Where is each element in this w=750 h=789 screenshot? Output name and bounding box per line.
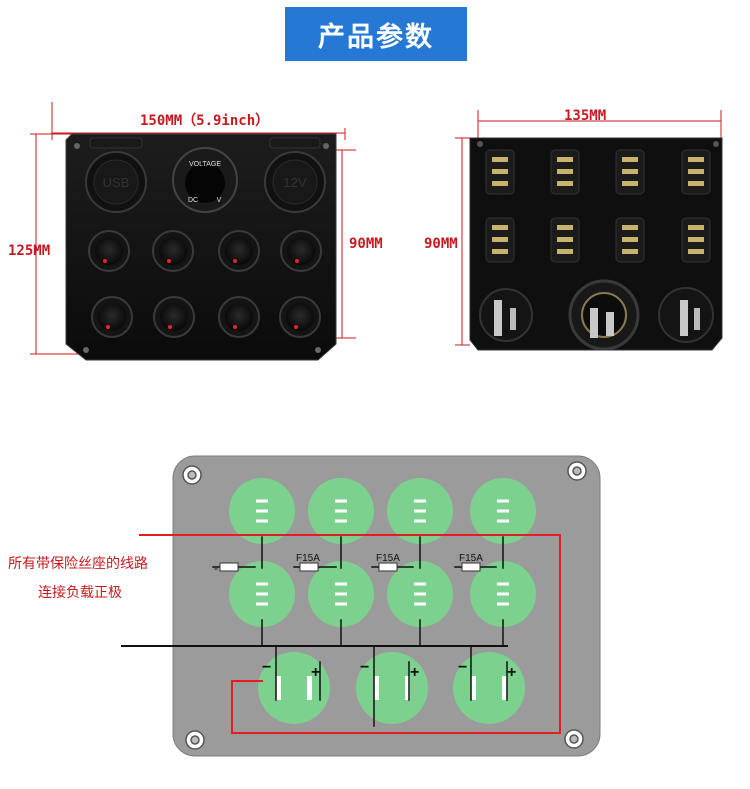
diagram-switch-icon	[387, 478, 453, 544]
back-height-label: 90MM	[424, 236, 458, 252]
voltmeter-dc-label: DC	[188, 197, 198, 204]
fuse-label: F15A	[296, 553, 320, 564]
back-switch-terminals	[485, 149, 711, 263]
plus-symbol: +	[311, 664, 320, 681]
mount-hole	[83, 347, 89, 353]
12v-label: 12V	[283, 175, 306, 190]
negative-dash: -	[214, 561, 218, 575]
front-panel: USB VOLTAGE DC V 12V	[65, 133, 337, 361]
page-title: 产品参数	[285, 7, 467, 61]
usb-label: USB	[103, 175, 130, 190]
rocker-switch-icon	[153, 296, 195, 338]
diagram-switch-icon	[308, 478, 374, 544]
fuse-label: F15A	[376, 553, 400, 564]
polarity-symbols: + + + − − −	[262, 659, 516, 681]
voltmeter-v-label: V	[217, 197, 222, 204]
back-sockets	[479, 279, 714, 351]
diagram-sockets	[258, 652, 525, 724]
plus-symbol: +	[410, 664, 419, 681]
switch-terminal-icon	[550, 149, 580, 195]
switch-terminal-icon	[681, 149, 711, 195]
mount-hole	[315, 347, 321, 353]
rocker-switch-icon	[218, 230, 260, 272]
switch-terminal-icon	[615, 217, 645, 263]
diagram-switch-icon	[229, 561, 295, 627]
diagram-switch-icon	[308, 561, 374, 627]
plus-symbol: +	[507, 664, 516, 681]
minus-symbol: −	[262, 659, 271, 676]
switch-terminal-icon	[485, 149, 515, 195]
fuse-holders	[219, 562, 481, 572]
switch-terminal-icon	[550, 217, 580, 263]
mount-hole	[74, 143, 80, 149]
rocker-switch-icon	[91, 296, 133, 338]
rocker-switch-icon	[280, 230, 322, 272]
mount-hole	[477, 141, 483, 147]
back-dimension-lines	[455, 110, 722, 346]
mount-hole	[323, 143, 329, 149]
wiring-note-line2: 连接负载正极	[38, 585, 122, 601]
voltmeter-label: VOLTAGE	[189, 161, 221, 168]
diagram-switches	[229, 478, 536, 627]
diagram-switch-icon	[470, 561, 536, 627]
front-inner-height-label: 90MM	[349, 236, 383, 252]
switch-terminal-icon	[485, 217, 515, 263]
wiring-note-line1: 所有带保险丝座的线路	[8, 556, 148, 572]
rocker-switch-icon	[279, 296, 321, 338]
front-height-label: 125MM	[8, 243, 51, 259]
rocker-switch-icon	[88, 230, 130, 272]
fuse-labels: F15A F15A F15A	[296, 553, 483, 564]
minus-symbol: −	[458, 659, 467, 676]
back-width-label: 135MM	[564, 108, 607, 124]
switch-terminal-icon	[681, 217, 711, 263]
switch-terminal-icon	[615, 149, 645, 195]
fuse-label: F15A	[459, 553, 483, 564]
front-rocker-switches	[88, 230, 322, 338]
front-width-label: 150MM（5.9inch）	[140, 113, 270, 129]
rocker-switch-icon	[218, 296, 260, 338]
diagram-switch-icon	[229, 478, 295, 544]
back-panel	[469, 137, 723, 351]
mount-hole	[713, 141, 719, 147]
diagram-switch-icon	[387, 561, 453, 627]
minus-symbol: −	[360, 659, 369, 676]
diagram-switch-icon	[470, 478, 536, 544]
front-dimension-lines	[30, 102, 356, 355]
rocker-switch-icon	[152, 230, 194, 272]
